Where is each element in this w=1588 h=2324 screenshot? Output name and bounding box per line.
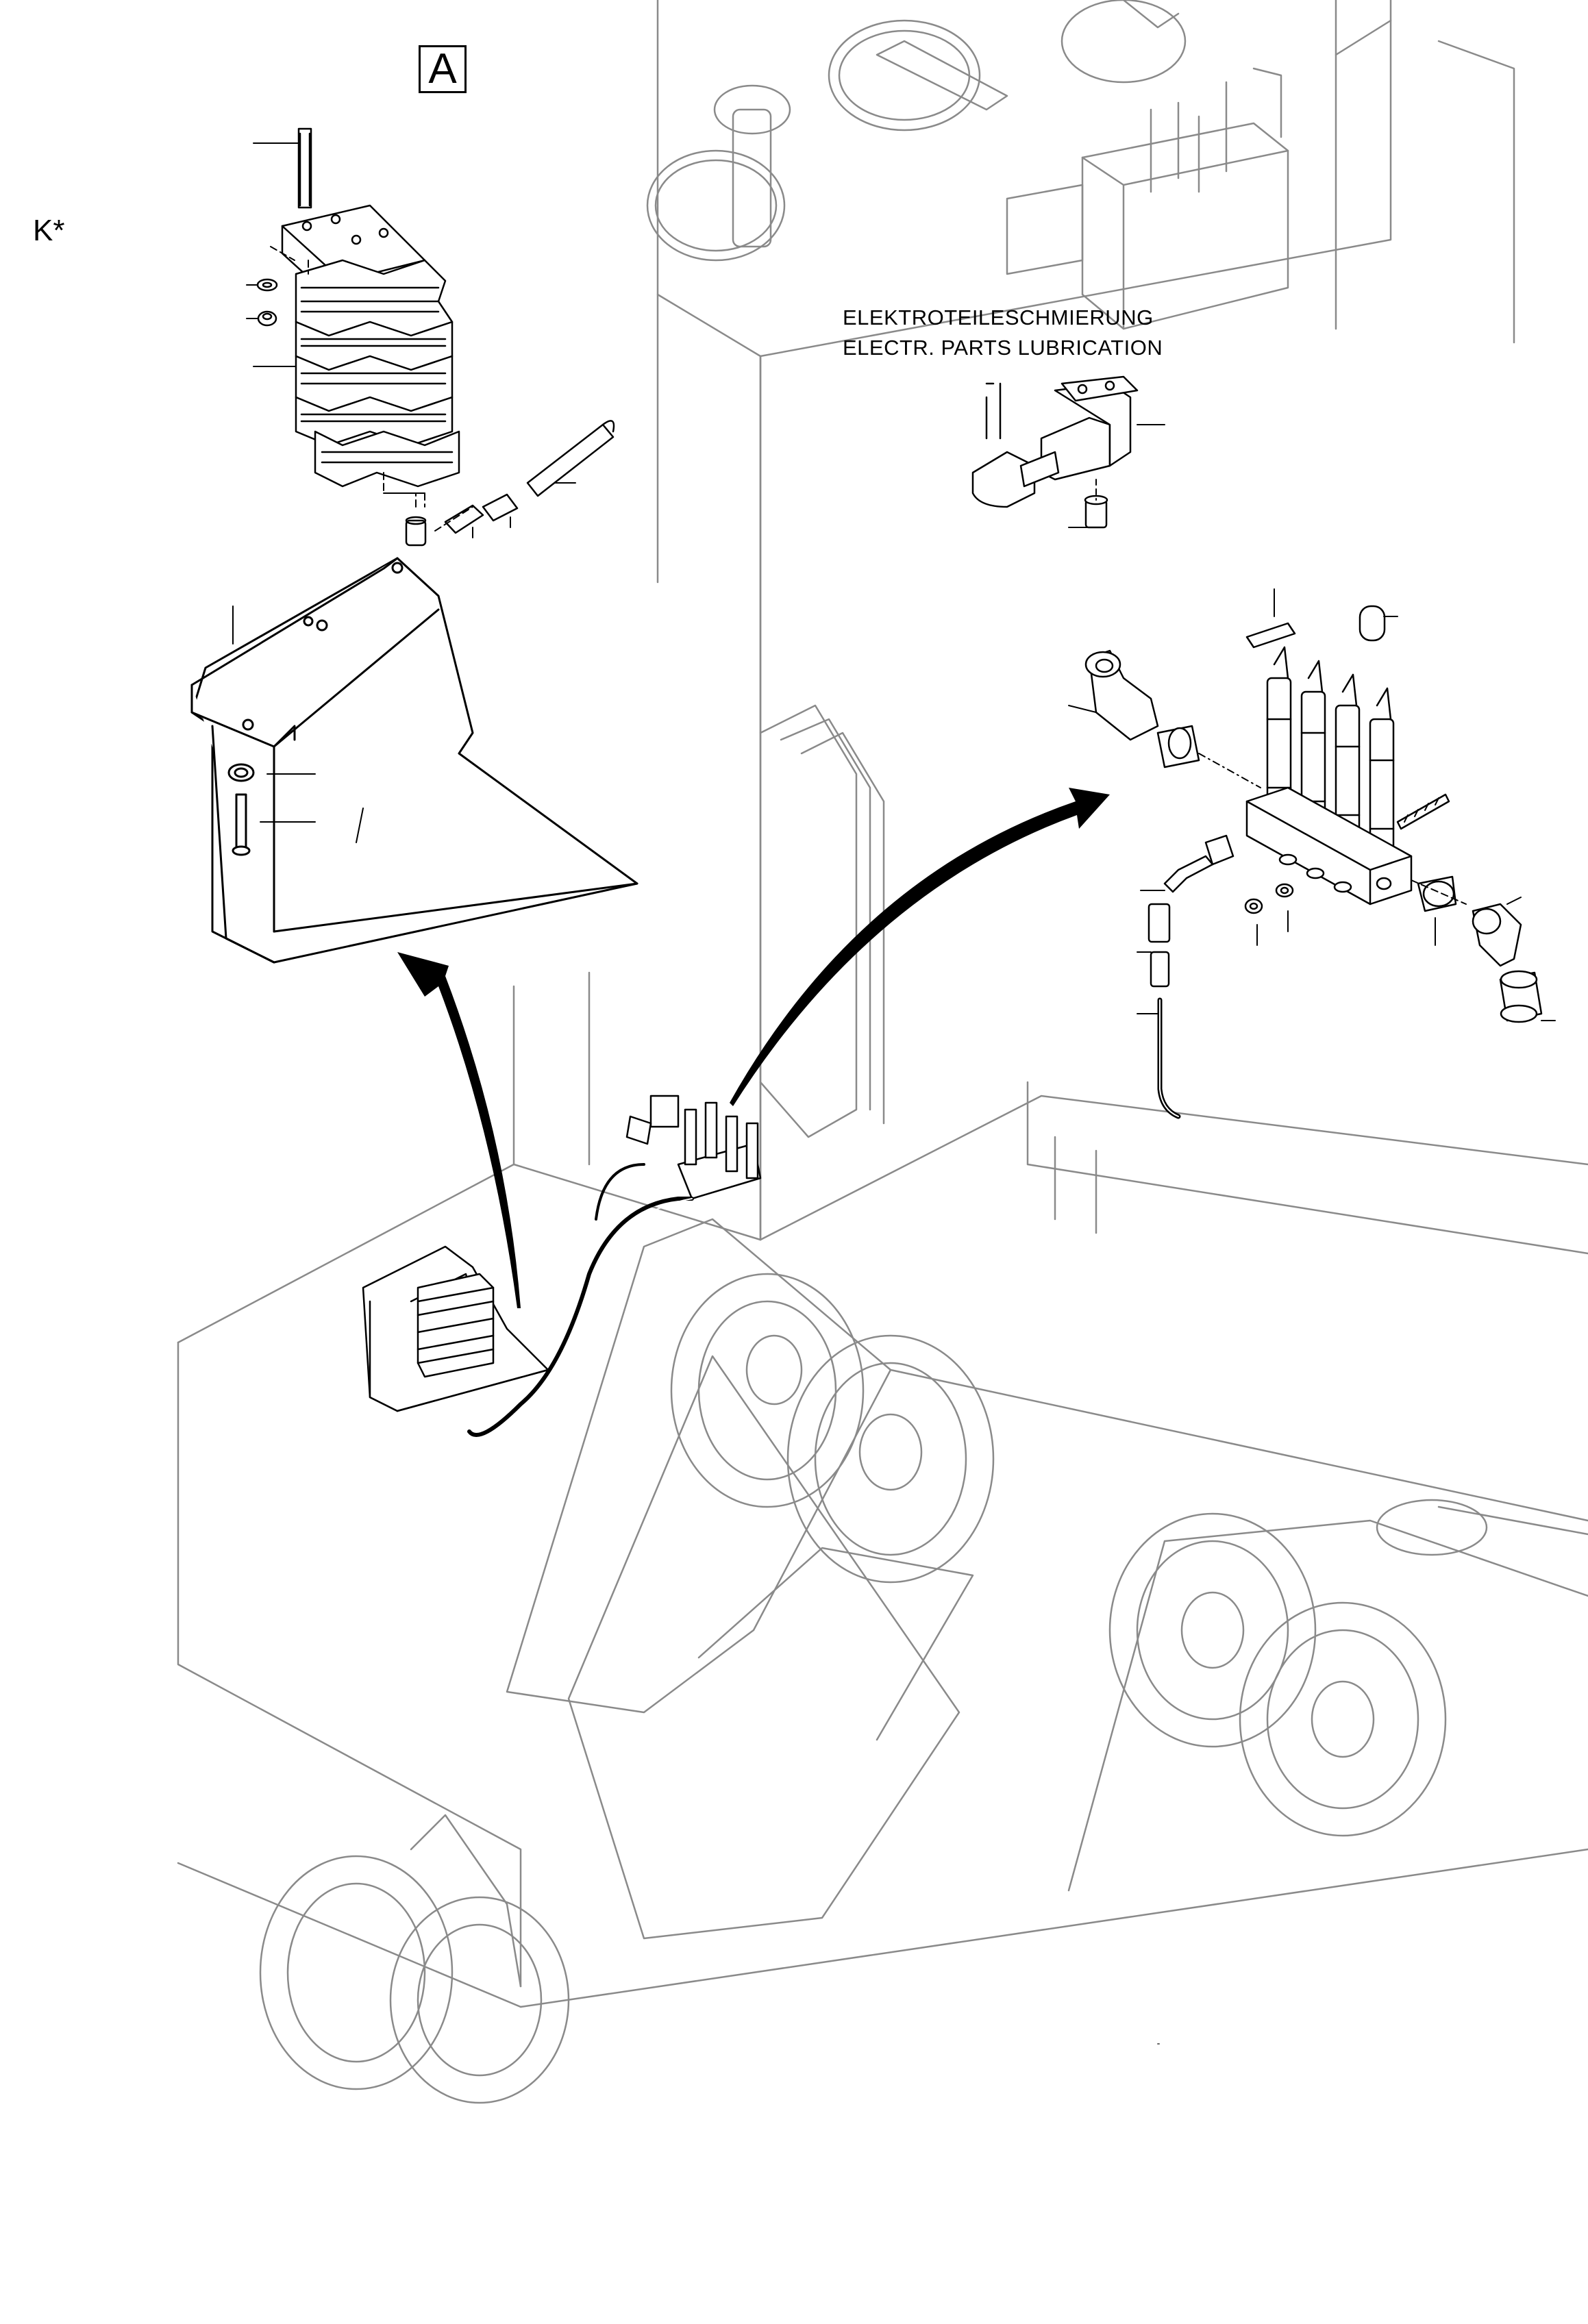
view-label: A [419,45,467,93]
installed-distributor [467,1095,762,1437]
callout-title-german: ELEKTROTEILESCHMIERUNG [843,305,1154,329]
distributor-detail [1068,588,1556,1119]
machine-background [177,0,1588,2104]
weight-bracket [190,557,638,964]
arrow-to-distributor [730,788,1110,1106]
callout-title-english: ELECTR. PARTS LUBRICATION [843,336,1163,360]
variant-mark: K* [33,214,65,247]
arrow-to-bracket [397,952,521,1308]
installed-weight-assembly [362,1245,549,1412]
counterweight-stack-assembly [246,127,615,547]
solenoid-valve-detail [971,375,1165,529]
